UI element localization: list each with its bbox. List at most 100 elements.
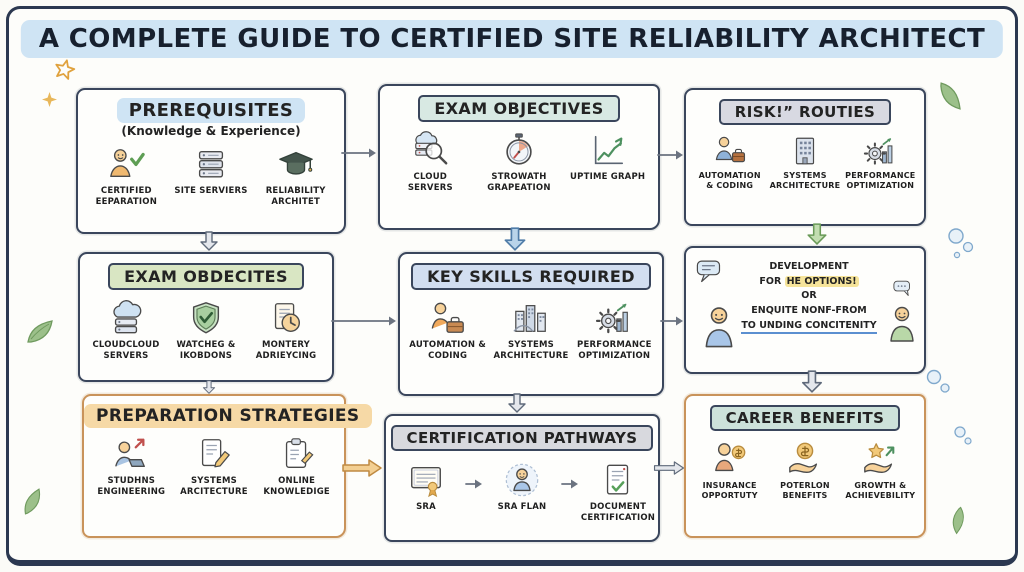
- risk-routies-box: RISK!” ROUTIES AUTOMATION & CODING SYSTE…: [684, 88, 926, 226]
- item-label: CLOUD SERVERS: [407, 172, 453, 194]
- item-label: PERFORMANCE OPTIMIZATION: [577, 340, 652, 362]
- item-label: SITE SERVIERS: [174, 186, 248, 196]
- prerequisites-header: PREREQUISITES: [116, 98, 306, 123]
- list-item: SRA FLAN: [487, 461, 557, 513]
- item-label: SYSTEMS ARCITECTURE: [180, 476, 248, 498]
- note-line: DEVELOPMENT: [769, 261, 849, 272]
- prerequisites-subtitle: (Knowledge & Experience): [121, 124, 301, 138]
- key-skills-box: KEY SKILLS REQUIRED AUTOMATION & CODING …: [398, 252, 664, 396]
- item-label: UPTIME GRAPH: [570, 172, 646, 182]
- item-label: PERFORMANCE OPTIMIZATION: [845, 171, 916, 191]
- item-label: RELIABILITY ARCHITET: [265, 186, 326, 208]
- magnifier-servers-icon: [411, 131, 449, 169]
- list-item: STROWATH GRAPEATION: [475, 131, 563, 194]
- item-label: CLOUDCLOUD SERVERS: [92, 340, 160, 362]
- list-item: CLOUD SERVERS: [386, 131, 474, 194]
- exam-obdecites-items: CLOUDCLOUD SERVERS WATCHEG & IKOBDONS MO…: [80, 292, 332, 362]
- item-label: STUDHNS ENGINEERING: [97, 476, 166, 498]
- gear-chart-icon: [863, 134, 897, 168]
- exam-obdecites-box: EXAM OBDECITES CLOUDCLOUD SERVERS WATCHE…: [78, 252, 334, 382]
- development-options-box: DEVELOPMENT FOR HE OPTIONS! OR ENQUITE N…: [684, 246, 926, 374]
- person-badge-icon: [503, 461, 541, 499]
- certificate-icon: [407, 461, 445, 499]
- item-label: SRA FLAN: [497, 502, 547, 512]
- highlighted-text: HE OPTIONS!: [784, 275, 859, 287]
- list-item: POTERLON BENEFITS: [768, 440, 843, 502]
- item-label: POTERLON BENEFITS: [780, 481, 830, 501]
- exam-obdecites-header: EXAM OBDECITES: [108, 263, 304, 290]
- list-item: WATCHEG & IKOBDONS: [166, 299, 245, 362]
- risk-routies-header: RISK!” ROUTIES: [718, 99, 892, 125]
- person-coin-icon: [711, 440, 749, 478]
- item-label: ONLINE KNOWLEDIGE: [263, 476, 330, 498]
- item-label: STROWATH GRAPEATION: [487, 172, 551, 194]
- item-label: MONTERY ADRIEYCING: [255, 340, 317, 362]
- document-check-icon: [599, 461, 637, 499]
- person-toolbox-icon: [429, 299, 467, 337]
- career-benefits-header: CAREER BENEFITS: [709, 405, 901, 431]
- list-item: SYSTEMS ARCHITECTURE: [768, 134, 843, 192]
- document-pencil-icon: [195, 435, 233, 473]
- list-item: PERFORMANCE OPTIMIZATION: [843, 134, 918, 192]
- list-item: GROWTH & ACHIEVEBILITY: [843, 440, 918, 502]
- city-bridge-icon: [512, 299, 550, 337]
- key-skills-items: AUTOMATION & CODING SYSTEMS ARCHITECTURE…: [400, 292, 662, 362]
- list-item: RELIABILITY ARCHITET: [254, 145, 338, 208]
- risk-routies-items: AUTOMATION & CODING SYSTEMS ARCHITECTURE…: [686, 127, 924, 192]
- speech-bubble-icon: [694, 256, 728, 290]
- list-item: ONLINE KNOWLEDIGE: [256, 435, 338, 498]
- happy-person-icon: [696, 304, 742, 350]
- prerequisites-items: CERTIFIED EEPARATION SITE SERVIERS RELIA…: [78, 138, 344, 208]
- list-item: INSURANCE OPPORTUTY: [692, 440, 767, 502]
- person-check-icon: [107, 145, 146, 183]
- item-label: AUTOMATION & CODING: [409, 340, 486, 362]
- gear-chart-icon: [595, 299, 633, 337]
- certification-pathways-header: CERTIFICATION PATHWAYS: [390, 425, 654, 451]
- certification-path-row: SRA SRA FLAN DOCUMENT CERTIFICATION: [386, 453, 658, 524]
- hand-dollar-icon: [786, 440, 824, 478]
- list-item: SYSTEMS ARCHITECTURE: [490, 299, 573, 362]
- item-label: SRA: [416, 502, 436, 512]
- preparation-strategies-box: PREPARATION STRATEGIES STUDHNS ENGINEERI…: [82, 394, 372, 538]
- speech-bubble-icon: [890, 276, 916, 302]
- career-benefits-items: INSURANCE OPPORTUTY POTERLON BENEFITS GR…: [686, 433, 924, 502]
- exam-objectives-items: CLOUD SERVERS STROWATH GRAPEATION UPTIME…: [380, 124, 658, 194]
- note-or: OR: [801, 290, 817, 302]
- list-item: SRA: [391, 461, 461, 513]
- note-line: ENQUITE NONF-FROM: [751, 305, 867, 317]
- note-line: FOR HE OPTIONS!: [759, 275, 859, 287]
- list-item: STUDHNS ENGINEERING: [90, 435, 172, 498]
- exam-objectives-header: EXAM OBJECTIVES: [418, 95, 620, 122]
- list-item: CLOUDCLOUD SERVERS: [86, 299, 165, 362]
- item-label: INSURANCE OPPORTUTY: [701, 481, 758, 501]
- person-laptop-icon: [112, 435, 150, 473]
- item-label: SYSTEMS ARCHITECTURE: [493, 340, 569, 362]
- list-item: MONTERY ADRIEYCING: [246, 299, 325, 362]
- building-icon: [788, 134, 822, 168]
- happy-person-icon: [882, 304, 922, 344]
- development-options-text: DEVELOPMENT FOR HE OPTIONS! OR ENQUITE N…: [732, 260, 886, 334]
- list-item: AUTOMATION & CODING: [406, 299, 489, 362]
- preparation-strategies-items: STUDHNS ENGINEERING SYSTEMS ARCITECTURE …: [84, 428, 344, 498]
- clipboard-pencil-icon: [278, 435, 316, 473]
- page-title: A COMPLETE GUIDE TO CERTIFIED SITE RELIA…: [20, 20, 1004, 58]
- graduation-cap-icon: [277, 145, 315, 183]
- person-briefcase-icon: [713, 134, 747, 168]
- exam-objectives-box: EXAM OBJECTIVES CLOUD SERVERS STROWATH G…: [378, 84, 660, 230]
- underlined-text: TO UNDING CONCITENITY: [741, 320, 877, 334]
- item-label: SYSTEMS ARCHITECTURE: [769, 171, 841, 191]
- preparation-strategies-header: PREPARATION STRATEGIES: [84, 404, 372, 428]
- item-label: AUTOMATION & CODING: [698, 171, 761, 191]
- item-label: DOCUMENT CERTIFICATION: [580, 502, 656, 524]
- list-item: DOCUMENT CERTIFICATION: [580, 461, 656, 524]
- clock-document-icon: [267, 299, 305, 337]
- server-stack-icon: [192, 145, 230, 183]
- list-item: SYSTEMS ARCITECTURE: [173, 435, 255, 498]
- certification-pathways-box: CERTIFICATION PATHWAYS SRA SRA FLAN DOCU…: [384, 414, 660, 542]
- prerequisites-box: PREREQUISITES (Knowledge & Experience) C…: [76, 88, 346, 234]
- right-arrow-icon: [561, 475, 579, 494]
- career-benefits-box: CAREER BENEFITS INSURANCE OPPORTUTY POTE…: [684, 394, 926, 538]
- shield-check-icon: [187, 299, 225, 337]
- item-label: WATCHEG & IKOBDONS: [176, 340, 236, 362]
